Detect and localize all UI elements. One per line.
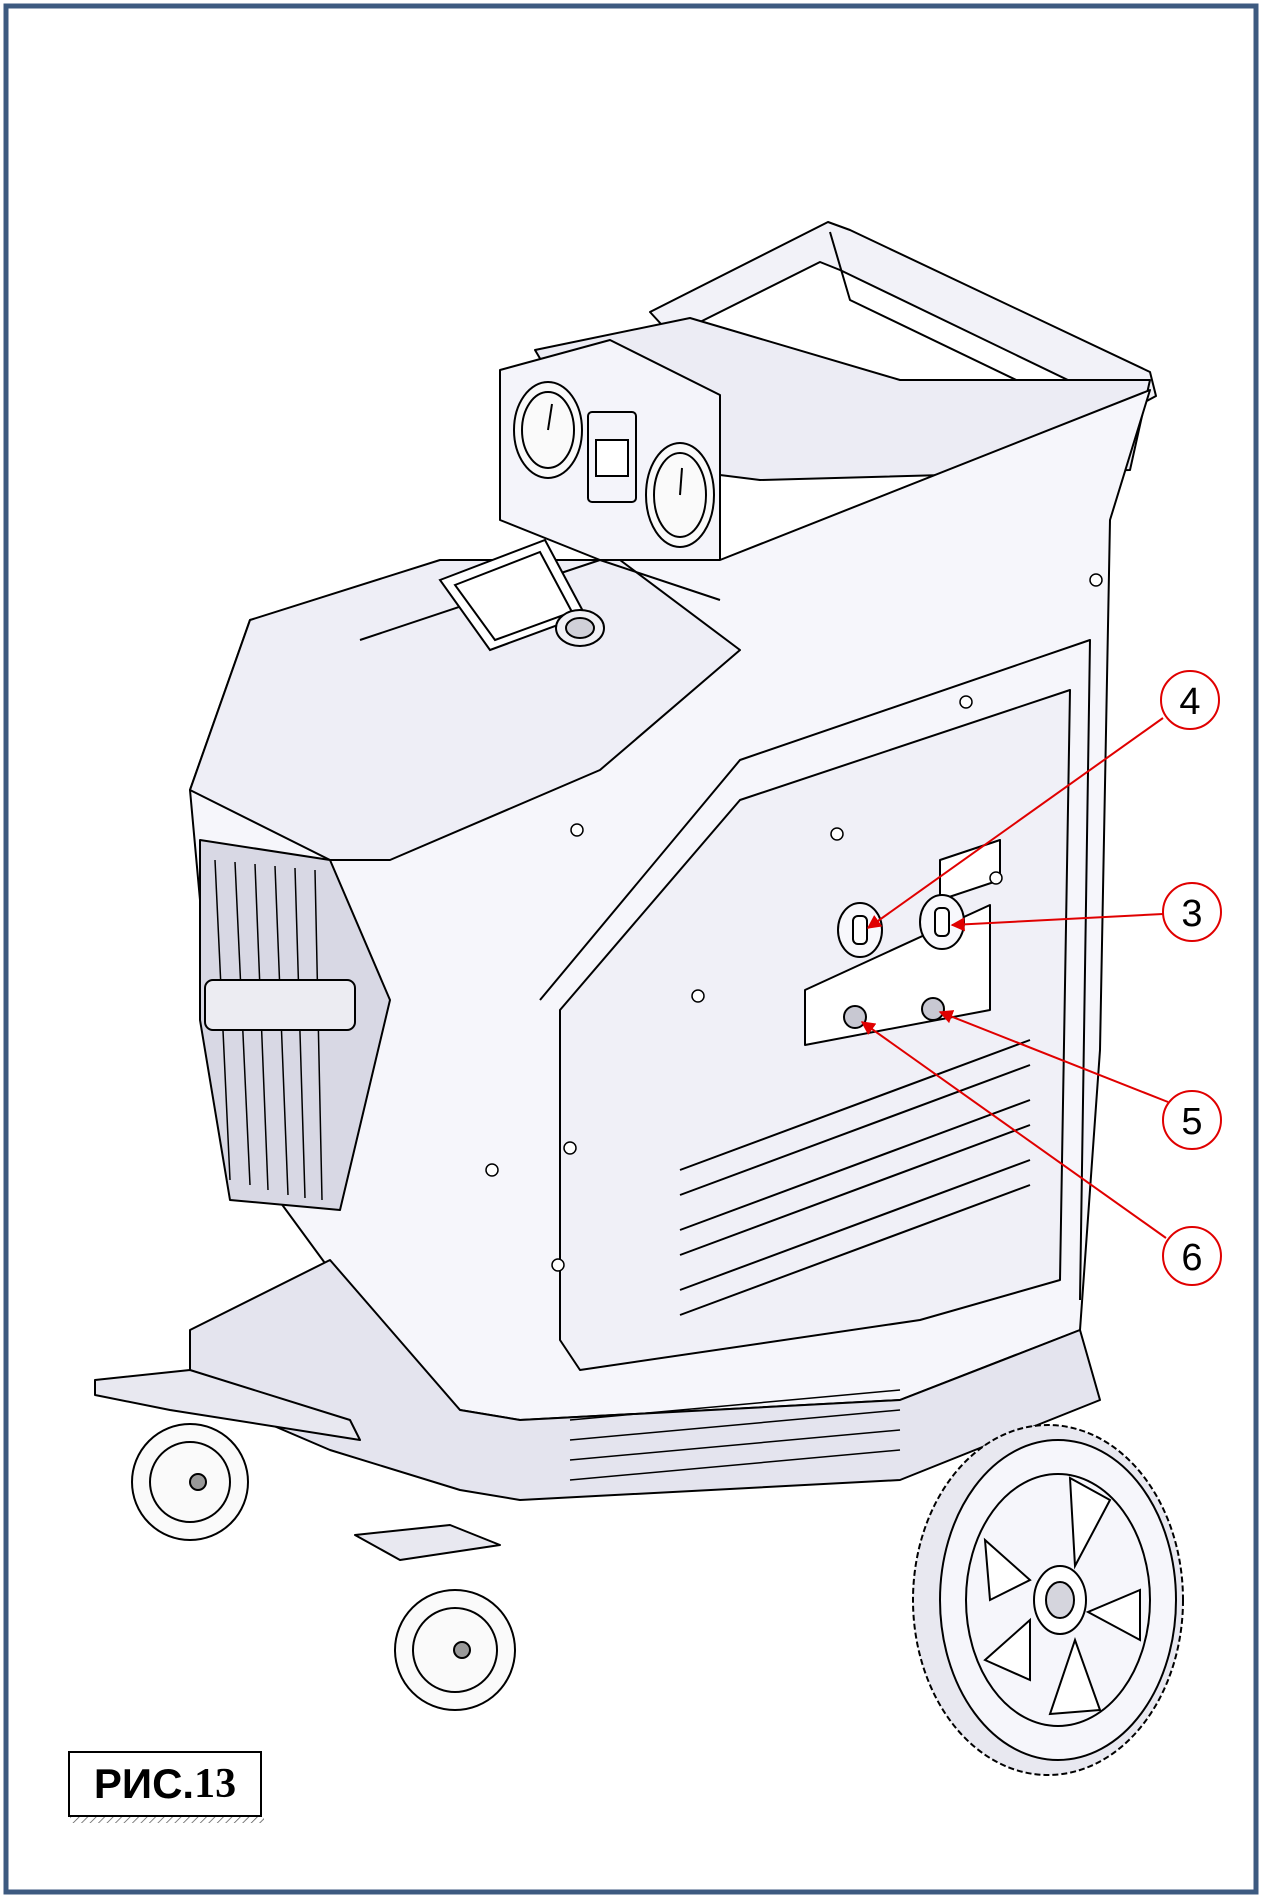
callout-label-4: 4 <box>1179 681 1200 723</box>
callout-circle-6 <box>1162 1226 1222 1286</box>
callout-label-3: 3 <box>1181 893 1202 935</box>
grille-bar <box>204 979 356 1031</box>
callout-5: 5 <box>938 1010 1222 1150</box>
callout-leader-4 <box>866 717 1164 929</box>
port-5 <box>921 997 945 1021</box>
figure-label-number: 13 <box>194 1761 237 1807</box>
callout-circle-5 <box>1162 1090 1222 1150</box>
callout-circle-3 <box>1162 882 1222 942</box>
gauges <box>513 381 715 548</box>
screws <box>485 573 1103 1272</box>
callout-6: 6 <box>860 1021 1222 1286</box>
front-wheels <box>131 1423 516 1711</box>
callout-label-6: 6 <box>1181 1237 1202 1279</box>
base <box>189 1259 1101 1501</box>
callout-4: 4 <box>866 670 1220 929</box>
figure-label-hatch <box>70 1817 264 1823</box>
callout-leader-3 <box>950 913 1164 932</box>
callout-label-5: 5 <box>1181 1101 1202 1143</box>
figure-label: РИС.13 <box>68 1751 262 1817</box>
callout-leader-6 <box>860 1021 1167 1239</box>
display-screen <box>438 538 605 652</box>
callout-leader-5 <box>938 1010 1169 1103</box>
rear-wheel <box>912 1424 1184 1776</box>
port-6 <box>843 1005 867 1029</box>
callout-3: 3 <box>950 882 1222 942</box>
machine-illustration <box>94 221 1157 1561</box>
callout-circle-4 <box>1160 670 1220 730</box>
page-frame <box>3 3 1259 1895</box>
figure-label-prefix: РИС. <box>93 1760 195 1807</box>
